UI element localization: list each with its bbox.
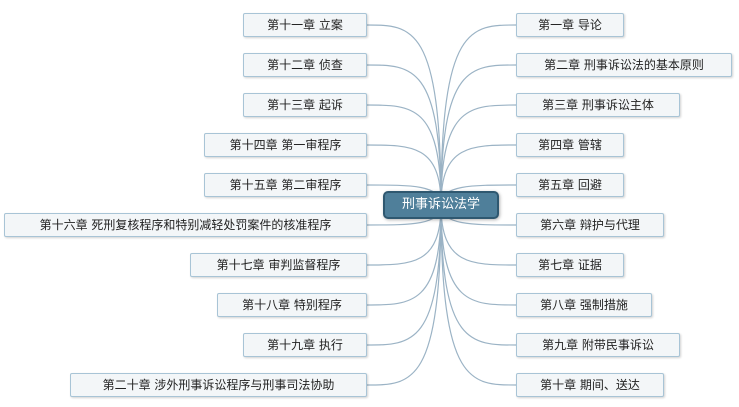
connector-line — [366, 104, 442, 206]
right-branch-node[interactable]: 第六章 辩护与代理 — [516, 213, 664, 237]
left-branch-node[interactable]: 第十一章 立案 — [243, 13, 367, 37]
connector-line — [366, 204, 442, 386]
connector-line — [366, 204, 442, 306]
left-branch-node[interactable]: 第十六章 死刑复核程序和特别减轻处罚案件的核准程序 — [4, 213, 367, 237]
left-branch-node[interactable]: 第十八章 特别程序 — [217, 293, 367, 317]
connector-line — [366, 144, 442, 206]
right-branch-node[interactable]: 第八章 强制措施 — [516, 293, 652, 317]
left-branch-node[interactable]: 第二十章 涉外刑事诉讼程序与刑事司法协助 — [70, 373, 367, 397]
right-branch-node[interactable]: 第二章 刑事诉讼法的基本原则 — [516, 53, 732, 77]
connector-line — [440, 204, 517, 346]
connector-line — [366, 64, 442, 206]
connector-line — [366, 204, 442, 346]
right-branch-node[interactable]: 第一章 导论 — [516, 13, 624, 37]
connector-line — [440, 144, 517, 206]
left-branch-node[interactable]: 第十九章 执行 — [243, 333, 367, 357]
connector-line — [440, 24, 517, 206]
connector-line — [440, 204, 517, 386]
right-branch-node[interactable]: 第十章 期间、送达 — [516, 373, 664, 397]
left-branch-node[interactable]: 第十三章 起诉 — [243, 93, 367, 117]
connector-line — [440, 64, 517, 206]
root-topic[interactable]: 刑事诉讼法学 — [383, 191, 499, 219]
right-branch-node[interactable]: 第三章 刑事诉讼主体 — [516, 93, 680, 117]
left-branch-node[interactable]: 第十七章 审判监督程序 — [190, 253, 367, 277]
left-branch-node[interactable]: 第十四章 第一审程序 — [204, 133, 367, 157]
connector-line — [440, 104, 517, 206]
connector-line — [440, 204, 517, 306]
connector-line — [366, 24, 442, 206]
left-branch-node[interactable]: 第十二章 侦查 — [243, 53, 367, 77]
right-branch-node[interactable]: 第五章 回避 — [516, 173, 624, 197]
right-branch-node[interactable]: 第七章 证据 — [516, 253, 624, 277]
left-branch-node[interactable]: 第十五章 第二审程序 — [204, 173, 367, 197]
connector-line — [366, 204, 442, 266]
right-branch-node[interactable]: 第九章 附带民事诉讼 — [516, 333, 680, 357]
connector-line — [440, 204, 517, 266]
right-branch-node[interactable]: 第四章 管辖 — [516, 133, 624, 157]
